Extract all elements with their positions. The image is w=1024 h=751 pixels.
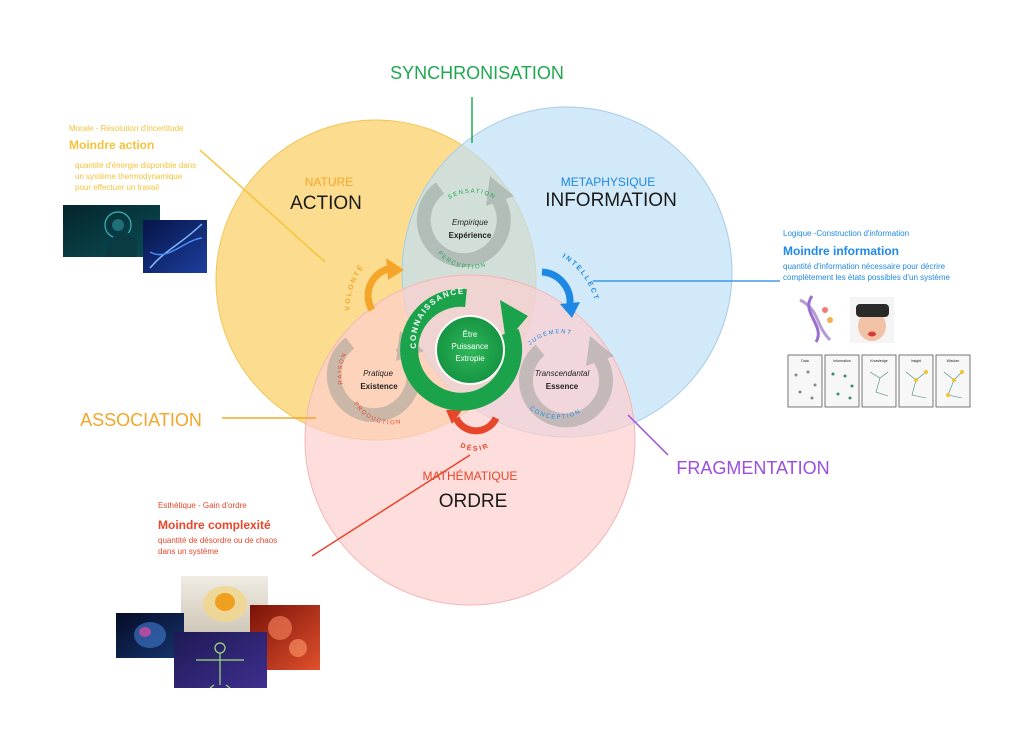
gray-cycle-transcendantal	[519, 336, 614, 428]
center-line1: Être	[463, 330, 478, 339]
nature-panel-heading: Moindre action	[69, 138, 155, 152]
center-cycle	[400, 288, 528, 411]
info-title: INFORMATION	[545, 190, 677, 211]
thumb-dna-molecule	[799, 295, 833, 343]
association-label: ASSOCIATION	[80, 410, 202, 430]
transcendantal-italic: Transcendantal	[535, 369, 590, 378]
info-panel-heading: Moindre information	[783, 244, 899, 258]
pratique-italic: Pratique	[363, 369, 393, 378]
nature-panel-connector	[199, 149, 326, 263]
volonte-arrow	[364, 258, 404, 312]
nature-panel-desc-3: pour effectuer un travail	[75, 183, 159, 192]
empirique-bold: Expérience	[449, 231, 492, 240]
card-label-knowledge: Knowledge	[870, 359, 887, 363]
math-panel-subtitle: Esthétique - Gain d'ordre	[158, 501, 247, 510]
thumb-dna-body-image	[174, 632, 267, 689]
math-title: ORDRE	[439, 491, 508, 512]
info-sub: METAPHYSIQUE	[561, 175, 655, 189]
math-panel-connector	[311, 454, 471, 557]
math-panel-desc-1: quantité de désordre ou de chaos	[158, 536, 278, 545]
nature-panel: Morale - Résolution d'incertitude Moindr…	[69, 124, 239, 193]
center-line3: Extropie	[455, 354, 485, 363]
nature-title: ACTION	[290, 193, 362, 214]
desir-label: DÉSIR	[459, 442, 491, 453]
pratique-bold: Existence	[360, 382, 398, 391]
math-panel: Esthétique - Gain d'ordre Moindre comple…	[158, 501, 338, 557]
math-panel-desc-2: dans un système	[158, 547, 219, 556]
desir-arrow	[446, 410, 500, 435]
info-panel: Logique -Construction d'information Moin…	[783, 229, 1003, 283]
thumb-vr-headset	[850, 297, 894, 343]
intellect-arrow	[541, 268, 580, 318]
thumb-dna-image	[143, 220, 207, 273]
info-panel-subtitle: Logique -Construction d'information	[783, 229, 910, 238]
card-label-information: Information	[833, 359, 851, 363]
card-label-wisdom: Wisdom	[947, 359, 960, 363]
thumb-embryo-image	[116, 613, 184, 658]
empirique-italic: Empirique	[452, 218, 489, 227]
arc-raison: RAISON	[338, 351, 349, 385]
fragmentation-connector	[627, 414, 669, 456]
transcendantal-bold: Essence	[546, 382, 579, 391]
math-sub: MATHÉMATIQUE	[423, 468, 518, 483]
nature-panel-desc-2: un système thermodynamique	[75, 172, 183, 181]
math-panel-heading: Moindre complexité	[158, 518, 271, 532]
nature-panel-desc-1: quantité d'énergie disponible dans	[75, 161, 197, 170]
info-panel-desc-1: quantité d'information nécessaire pour d…	[783, 262, 946, 271]
card-label-data: Data	[801, 359, 808, 363]
thumb-dikw-cards: Data Information Knowledge Insight Wisdo…	[787, 354, 971, 408]
fragmentation-label: FRAGMENTATION	[676, 458, 829, 478]
nature-panel-subtitle: Morale - Résolution d'incertitude	[69, 124, 184, 133]
nature-sub: NATURE	[305, 175, 353, 189]
center-disc	[435, 315, 505, 385]
card-label-insight: Insight	[911, 359, 921, 363]
circle-ordre	[304, 274, 636, 606]
info-panel-desc-2: complètement les états possibles d'un sy…	[783, 273, 950, 282]
center-line2: Puissance	[452, 342, 489, 351]
sync-label: SYNCHRONISATION	[390, 63, 564, 83]
gray-cycle-empirique	[416, 176, 514, 268]
